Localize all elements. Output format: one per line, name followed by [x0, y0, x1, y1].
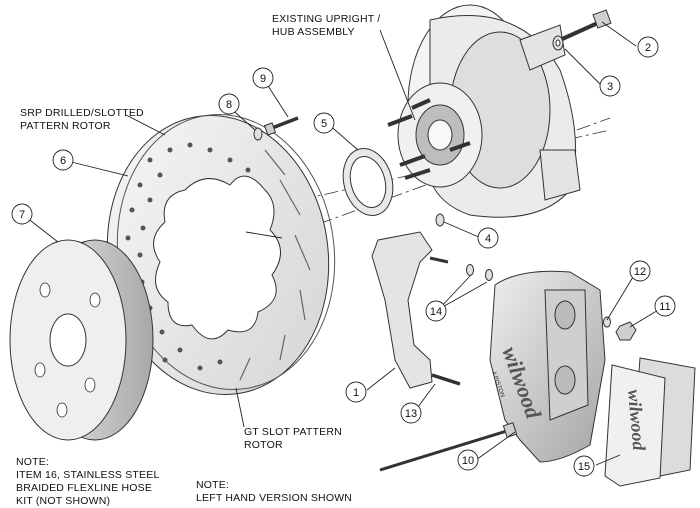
drilled-slotted-rotor [106, 114, 336, 395]
wheel-studs [387, 98, 471, 180]
centering-ring [342, 148, 394, 216]
callout-1-number: 1 [353, 387, 359, 399]
hose-note-line3: BRAIDED FLEXLINE HOSE [16, 482, 152, 494]
callout-5-number: 5 [321, 118, 327, 130]
bracket-washers [435, 213, 493, 281]
rotor-label: SRP DRILLED/SLOTTED PATTERN ROTOR [20, 107, 144, 132]
upright-hub-assembly [387, 4, 581, 218]
callout-14: 14 [425, 300, 447, 322]
callout-15: 15 [573, 455, 595, 477]
callout-2: 2 [637, 36, 659, 58]
rotor-washer [253, 127, 263, 141]
callout-3: 3 [599, 75, 621, 97]
rotor-label-line2: PATTERN ROTOR [20, 120, 111, 132]
callout-13-number: 13 [405, 408, 417, 420]
callout-8-number: 8 [226, 99, 232, 111]
callout-13: 13 [400, 402, 422, 424]
rotor-drill-holes [125, 142, 251, 371]
callout-5: 5 [313, 112, 335, 134]
hub-bolt [559, 9, 612, 42]
hose-note-line2: ITEM 16, STAINLESS STEEL [16, 469, 159, 481]
callout-14-number: 14 [430, 306, 442, 318]
brake-pads: wilwood [604, 357, 696, 487]
hat-bolt-holes [34, 282, 101, 418]
lh-note-line2: LEFT HAND VERSION SHOWN [196, 492, 352, 504]
callout-12: 12 [629, 260, 651, 282]
callout-1: 1 [345, 381, 367, 403]
hose-note-line1: NOTE: [16, 456, 49, 468]
caliper-body: wilwood 4 PISTON [489, 270, 606, 463]
upright-label-line2: HUB ASSEMBLY [272, 26, 355, 38]
callout-7-number: 7 [19, 209, 25, 221]
callout-10-number: 10 [462, 455, 474, 467]
rotor-bolt [263, 116, 299, 136]
callout-10: 10 [457, 449, 479, 471]
callout-9: 9 [252, 67, 274, 89]
callout-12-number: 12 [634, 266, 646, 278]
rotor-hat [9, 239, 154, 441]
hose-note-line4: KIT (NOT SHOWN) [16, 495, 110, 507]
left-hand-note: NOTE: LEFT HAND VERSION SHOWN [196, 479, 352, 504]
callout-9-number: 9 [260, 73, 266, 85]
caliper-washer [603, 316, 611, 328]
callout-3-number: 3 [607, 81, 613, 93]
callout-15-number: 15 [578, 461, 590, 473]
callout-7: 7 [11, 203, 33, 225]
callout-2-number: 2 [645, 42, 651, 54]
caliper-bracket [371, 231, 461, 389]
rotor-label-line1: SRP DRILLED/SLOTTED [20, 107, 144, 119]
gt-slot-label: GT SLOT PATTERN ROTOR [244, 426, 342, 451]
callout-8: 8 [218, 93, 240, 115]
hose-kit-note: NOTE: ITEM 16, STAINLESS STEEL BRAIDED F… [16, 456, 159, 507]
callout-11-number: 11 [659, 301, 670, 313]
gt-slot-label-line2: ROTOR [244, 439, 283, 451]
callout-11: 11 [654, 295, 676, 317]
transfer-bolt [379, 422, 518, 472]
upright-label-line1: EXISTING UPRIGHT / [272, 13, 380, 25]
callout-6: 6 [52, 149, 74, 171]
lh-note-line1: NOTE: [196, 479, 229, 491]
callout-6-number: 6 [60, 155, 66, 167]
callout-4-number: 4 [485, 233, 491, 245]
rotor-slots [239, 149, 311, 381]
hub-washer [552, 35, 564, 51]
upright-label: EXISTING UPRIGHT / HUB ASSEMBLY [272, 13, 380, 38]
gt-slot-label-line1: GT SLOT PATTERN [244, 426, 342, 438]
callout-4: 4 [477, 227, 499, 249]
